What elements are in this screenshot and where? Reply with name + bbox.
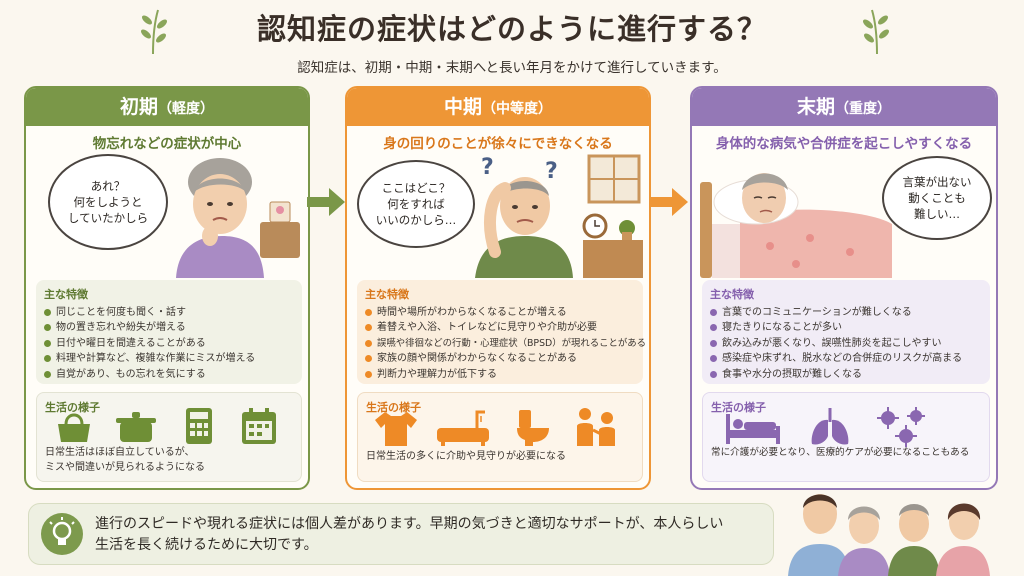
thought-text: 言葉が出ない 動くことも 難しい…	[902, 175, 972, 221]
page-title: 認知症の症状はどのように進行する？	[256, 12, 767, 46]
life-text: 日常生活はほぼ自立しているが、 ミスや間違いが見られるようになる	[45, 447, 205, 473]
bathtub-icon	[437, 410, 489, 446]
features-panel: 主な特徴 同じことを何度も聞く・話す 物の置き忘れや紛失が増える 日付や曜日を間…	[36, 280, 302, 384]
pot-icon	[116, 412, 156, 442]
elderly-woman-thinking-illustration	[176, 158, 300, 278]
lungs-icon	[811, 408, 849, 445]
stage-level: （中等度）	[482, 101, 552, 117]
stage-level: （重度）	[835, 101, 891, 117]
stage-late-header: 末期（重度）	[692, 88, 996, 126]
early-life-icons	[58, 408, 276, 444]
toilet-icon	[517, 410, 549, 446]
handbag-icon	[58, 413, 90, 442]
calendar-icon	[242, 408, 276, 444]
virus-icon	[877, 407, 925, 447]
feature-item: 飲み込みが悪くなり、誤嚥性肺炎を起こしやすい	[710, 336, 982, 351]
feature-item: 着替えや入浴、トイレなどに見守りや介助が必要	[365, 320, 635, 335]
lightbulb-icon	[41, 513, 83, 555]
stage-late-card: 末期（重度） 身体的な病気や合併症を起こしやすくなる 言葉が出ない 動くことも …	[690, 86, 998, 490]
bedridden-elderly-illustration	[700, 173, 892, 278]
progression-arrow-icon	[307, 188, 345, 216]
features-title: 主な特徴	[44, 288, 88, 301]
stage-name: 中期	[443, 96, 482, 118]
stage-early-header: 初期（軽度）	[26, 88, 308, 126]
stage-middle-header: 中期（中等度）	[347, 88, 649, 126]
calculator-icon	[186, 408, 212, 444]
features-panel: 主な特徴 言葉でのコミュニケーションが難しくなる 寝たきりになることが多い 飲み…	[702, 280, 990, 384]
advice-footer: 進行のスピードや現れる症状には個人差があります。早期の気づきと適切なサポートが、…	[28, 503, 774, 565]
stage-level: （軽度）	[158, 101, 214, 117]
feature-item: 日付や曜日を間違えることがある	[44, 336, 294, 351]
stage-name: 末期	[796, 96, 835, 118]
svg-text:?: ?	[481, 155, 494, 180]
leaf-sprig-icon	[863, 9, 889, 55]
stage-early-card: 初期（軽度） 物忘れなどの症状が中心 あれ？ 何をしようと していたかしら 主な…	[24, 86, 310, 490]
feature-item: 感染症や床ずれ、脱水などの合併症のリスクが高まる	[710, 351, 982, 366]
feature-item: 自覚があり、もの忘れを気にする	[44, 367, 294, 382]
features-title: 主な特徴	[710, 288, 754, 301]
feature-item: 料理や計算など、複雑な作業にミスが増える	[44, 351, 294, 366]
footer-text: 進行のスピードや現れる症状には個人差があります。早期の気づきと適切なサポートが、…	[95, 516, 724, 553]
feature-item: 同じことを何度も聞く・話す	[44, 305, 294, 320]
thought-text: あれ？ 何をしようと していたかしら	[67, 179, 149, 225]
life-title: 生活の様子	[366, 401, 421, 414]
thought-bubble: 言葉が出ない 動くことも 難しい…	[882, 156, 992, 240]
feature-item: 言葉でのコミュニケーションが難しくなる	[710, 305, 982, 320]
feature-item: 判断力や理解力が低下する	[365, 367, 635, 382]
leaf-sprig-icon	[141, 9, 167, 55]
stage-name: 初期	[119, 96, 158, 118]
progression-arrow-icon	[650, 188, 688, 216]
page-subtitle: 認知症は、初期・中期・末期へと長い年月をかけて進行していきます。	[297, 60, 727, 76]
feature-item: 食事や水分の摂取が難しくなる	[710, 367, 982, 382]
feature-item: 家族の顔や関係がわからなくなることがある	[365, 351, 635, 366]
feature-item: 物の置き忘れや紛失が増える	[44, 320, 294, 335]
thought-bubble: ここはどこ？ 何をすれば いいのかしら…	[357, 160, 475, 248]
life-title: 生活の様子	[711, 401, 766, 414]
shirt-icon	[375, 412, 417, 446]
svg-text:?: ?	[545, 159, 558, 184]
caregiver-icon	[577, 408, 615, 446]
elderly-man-confused-illustration: ? ?	[475, 154, 643, 278]
family-illustration	[788, 494, 990, 576]
bed-icon	[726, 414, 780, 444]
features-panel: 主な特徴 時間や場所がわからなくなることが増える 着替えや入浴、トイレなどに見守…	[357, 280, 646, 384]
stage-middle-card: 中期（中等度） 身の回りのことが徐々にできなくなる ここはどこ？ 何をすれば い…	[345, 86, 651, 490]
feature-item: 寝たきりになることが多い	[710, 320, 982, 335]
stage-tagline: 身の回りのことが徐々にできなくなる	[383, 136, 613, 152]
late-life-icons	[726, 407, 925, 447]
life-title: 生活の様子	[45, 401, 100, 414]
feature-item: 誤嚥や徘徊などの行動・心理症状（BPSD）が現れることがある	[365, 336, 646, 351]
middle-life-icons	[375, 408, 615, 446]
stage-tagline: 物忘れなどの症状が中心	[92, 136, 242, 152]
life-text: 常に介護が必要となり、医療的ケアが必要になることもある	[711, 447, 970, 458]
feature-item: 時間や場所がわからなくなることが増える	[365, 305, 635, 320]
life-text: 日常生活の多くに介助や見守りが必要になる	[366, 451, 566, 462]
features-title: 主な特徴	[365, 288, 409, 301]
thought-text: ここはどこ？ 何をすれば いいのかしら…	[375, 181, 457, 227]
thought-bubble: あれ？ 何をしようと していたかしら	[48, 154, 168, 250]
stage-tagline: 身体的な病気や合併症を起こしやすくなる	[715, 136, 973, 152]
